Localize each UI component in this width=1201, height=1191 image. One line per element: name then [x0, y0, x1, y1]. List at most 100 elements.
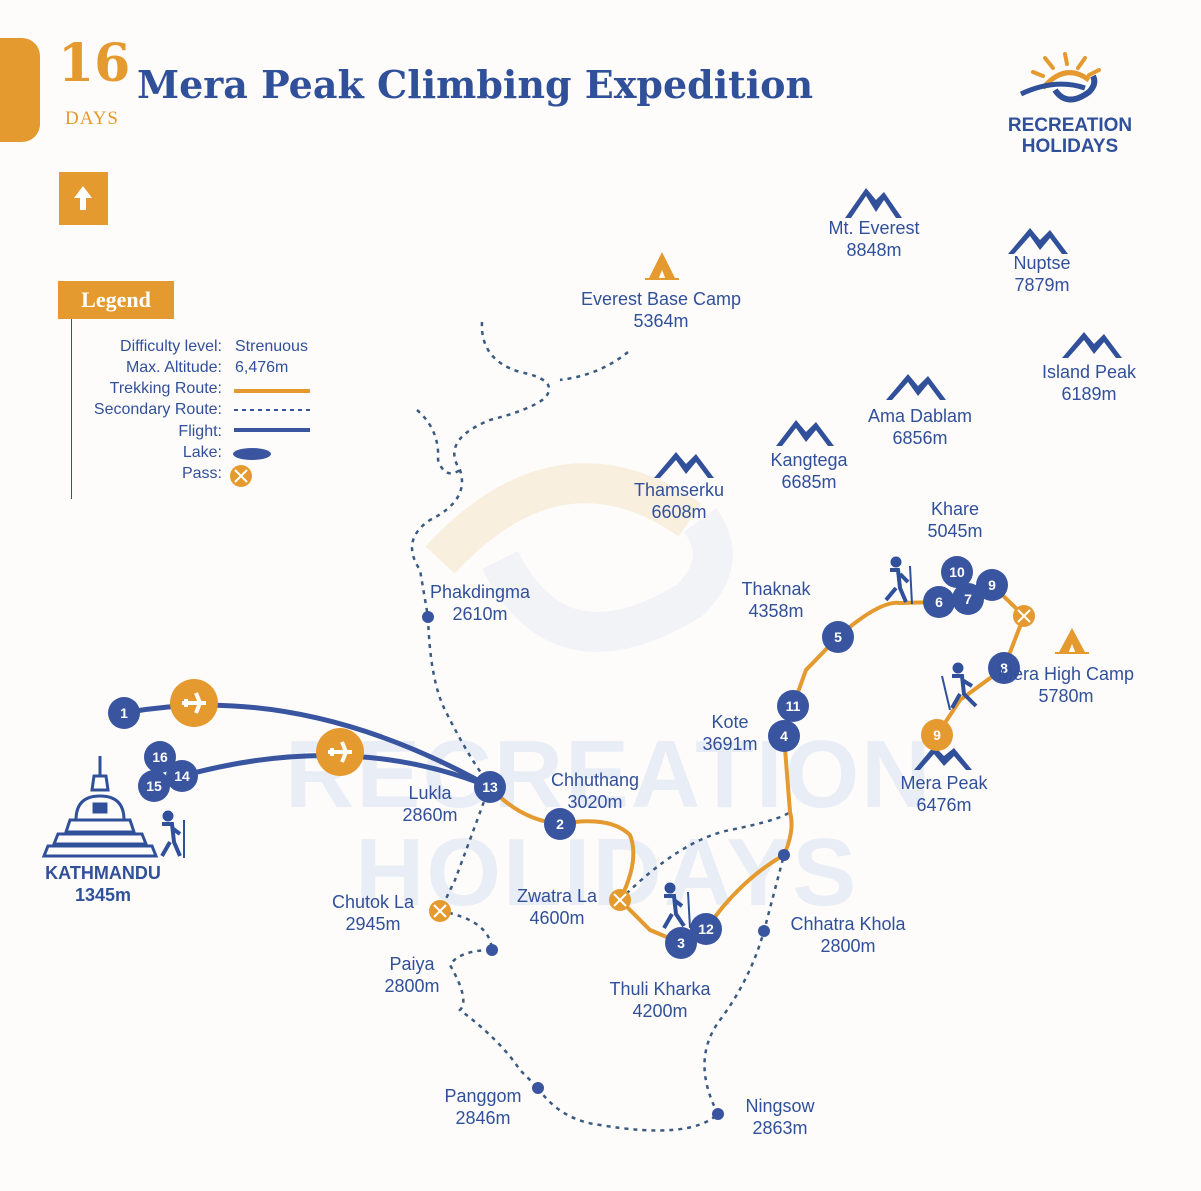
place-name: Khare — [930, 499, 980, 519]
pass-icon — [429, 900, 451, 922]
day-marker: 1 — [108, 697, 140, 729]
place-name: Chhuthang — [550, 770, 640, 790]
stupa-icon — [41, 756, 159, 858]
place-altitude: 2800m — [384, 976, 440, 996]
day-marker-label: 15 — [146, 778, 162, 794]
mountain-icon — [845, 188, 902, 218]
route-chutok-panggom — [439, 909, 539, 1089]
day-marker-label: 13 — [482, 779, 498, 795]
place-name: Island Peak — [1041, 362, 1137, 382]
mountain-icon — [776, 420, 834, 446]
legend-key-difficulty: Difficulty level: — [120, 338, 222, 355]
day-marker: 9 — [976, 569, 1008, 601]
place-ningsow: Ningsow 2863m — [745, 1095, 814, 1139]
place-name: KATHMANDU — [45, 863, 161, 883]
day-marker-label: 8 — [1000, 660, 1008, 676]
day-marker: 6 — [923, 586, 955, 618]
page-title: Mera Peak Climbing Expedition — [137, 62, 814, 107]
hiker-icon — [884, 556, 913, 605]
place-kangtega: Kangtega 6685m — [770, 449, 847, 493]
place-altitude: 2800m — [820, 936, 876, 956]
brand-line-2: HOLIDAYS — [1021, 136, 1119, 157]
place-name: Kote — [711, 712, 749, 732]
place-altitude: 6608m — [651, 502, 707, 522]
place-name: Phakdingma — [429, 582, 531, 602]
route-panggom-ningsow — [536, 1087, 719, 1132]
day-marker: 2 — [544, 808, 576, 840]
route-north-2 — [559, 351, 629, 382]
airplane-icon — [316, 728, 364, 776]
day-marker: 10 — [941, 556, 973, 588]
place-lukla: Lukla 2860m — [402, 782, 457, 826]
place-altitude: 6476m — [916, 795, 972, 815]
place-phakdingma: Phakdingma 2610m — [430, 581, 530, 625]
pass-icon — [609, 889, 631, 911]
place-thamserku: Thamserku 6608m — [634, 479, 724, 523]
place-name: Paiya — [389, 954, 435, 974]
place-thaknak: Thaknak 4358m — [741, 578, 810, 622]
legend-value-difficulty: Strenuous — [235, 338, 308, 355]
day-marker-label: 9 — [933, 727, 941, 743]
waypoint-dots — [422, 611, 790, 1120]
place-name: Thuli Kharka — [609, 979, 711, 999]
place-altitude: 3020m — [567, 792, 623, 812]
route-zwatra-kote — [619, 810, 791, 901]
place-altitude: 4600m — [529, 908, 585, 928]
days-label: DAYS — [65, 108, 119, 129]
place-chhuthang: Chhuthang 3020m — [551, 769, 639, 813]
day-marker-label: 6 — [935, 594, 943, 610]
place-altitude: 4200m — [632, 1001, 688, 1021]
watermark-logo-icon — [425, 463, 733, 652]
day-marker: 3 — [665, 927, 697, 959]
route-north-3 — [416, 409, 461, 475]
pass-icon — [1013, 605, 1035, 627]
place-khare: Khare 5045m — [927, 498, 982, 542]
place-name: Thaknak — [741, 579, 811, 599]
day-marker: 11 — [777, 690, 809, 722]
place-name: Nuptse — [1013, 253, 1071, 273]
place-mt-everest: Mt. Everest 8848m — [828, 217, 919, 261]
day-marker-label: 16 — [152, 749, 168, 765]
place-altitude: 6856m — [892, 428, 948, 448]
place-altitude: 2945m — [345, 914, 401, 934]
legend-key-pass: Pass: — [181, 465, 222, 482]
legend-value-altitude: 6,476m — [235, 359, 289, 376]
place-altitude: 2846m — [455, 1108, 511, 1128]
place-altitude: 2860m — [402, 805, 458, 825]
place-altitude: 7879m — [1014, 275, 1070, 295]
place-paiya: Paiya 2800m — [384, 953, 439, 997]
place-altitude: 6685m — [781, 472, 837, 492]
day-marker-label: 2 — [556, 816, 564, 832]
day-marker-label: 1 — [120, 705, 128, 721]
place-name: Kangtega — [770, 450, 848, 470]
day-marker: 16 — [144, 741, 176, 773]
place-name: Lukla — [408, 783, 452, 803]
place-everest-base-camp: Everest Base Camp 5364m — [581, 288, 741, 332]
place-name: Chutok La — [331, 892, 415, 912]
place-thuli-kharka: Thuli Kharka 4200m — [609, 978, 710, 1022]
north-arrow — [59, 172, 108, 225]
day-marker: 13 — [474, 771, 506, 803]
place-altitude: 2863m — [752, 1118, 808, 1138]
place-mera-peak: Mera Peak 6476m — [900, 772, 987, 816]
day-marker-label: 5 — [834, 629, 842, 645]
place-kathmandu: KATHMANDU 1345m — [45, 862, 161, 906]
airplane-icon — [170, 679, 218, 727]
north-arrow-icon — [74, 186, 92, 210]
place-nuptse: Nuptse 7879m — [1013, 252, 1070, 296]
day-marker: 9 — [921, 719, 953, 751]
camp-tent-icon — [1055, 628, 1089, 654]
day-marker: 14 — [166, 760, 198, 792]
place-name: Mera Peak — [900, 773, 988, 793]
route-kote-merapeak — [704, 582, 1027, 931]
place-ama-dablam: Ama Dablam 6856m — [868, 405, 972, 449]
legend-symbols — [230, 389, 310, 487]
pass-icon — [230, 465, 252, 487]
place-altitude: 3691m — [702, 734, 758, 754]
place-name: Ningsow — [745, 1096, 815, 1116]
header-accent-tab — [0, 38, 40, 142]
legend-key-secondary: Secondary Route: — [93, 401, 222, 418]
place-name: Mera High Camp — [997, 664, 1135, 684]
secondary-routes — [410, 321, 791, 1132]
